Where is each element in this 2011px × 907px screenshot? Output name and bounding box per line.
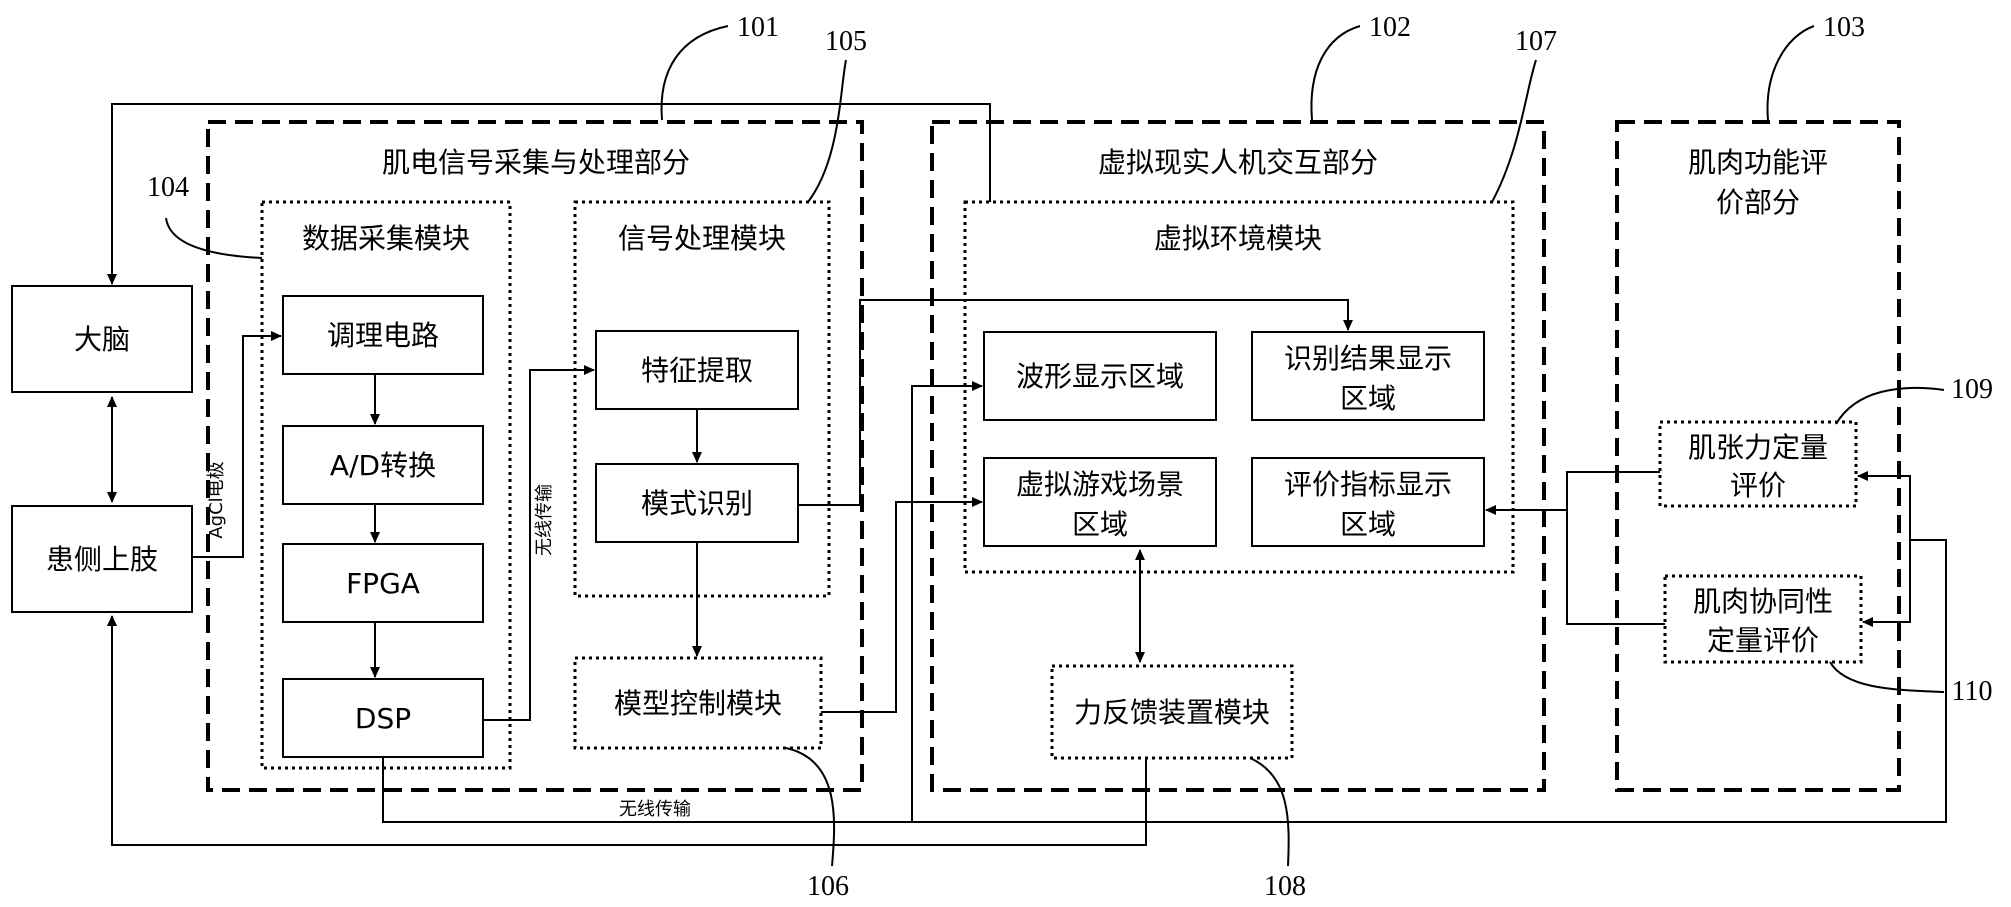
ref-103: 103 [1823, 12, 1865, 43]
right-feed-line [912, 540, 1946, 822]
pattern-label: 模式识别 [641, 487, 753, 520]
eval-section-title-2: 价部分 [1716, 186, 1800, 219]
dsp-label: DSP [355, 702, 411, 735]
leader-102 [1311, 26, 1360, 120]
ref-107: 107 [1515, 26, 1557, 57]
leader-106 [786, 748, 834, 866]
feed-to-tension [1858, 476, 1910, 540]
tension-label-2: 评价 [1730, 469, 1786, 502]
brain-label: 大脑 [74, 323, 130, 356]
electrode-label: AgCl电极 [206, 461, 227, 538]
leader-107 [1492, 60, 1536, 202]
model-ctrl-module-title: 模型控制模块 [614, 687, 782, 720]
index-label-2: 区域 [1340, 508, 1396, 541]
index-label-1: 评价指标显示 [1284, 468, 1452, 501]
ref-109: 109 [1951, 374, 1993, 405]
force-feedback-module-title: 力反馈装置模块 [1074, 696, 1270, 729]
fpga-label: FPGA [346, 567, 420, 600]
feature-label: 特征提取 [641, 354, 753, 387]
wireless-horizontal-label: 无线传输 [619, 799, 691, 820]
ref-104: 104 [147, 172, 189, 203]
wireless-vertical-label: 无线传输 [534, 484, 555, 556]
data-acq-module-title: 数据采集模块 [302, 222, 470, 255]
waveform-label: 波形显示区域 [1016, 360, 1184, 393]
ref-102: 102 [1369, 12, 1411, 43]
result-label-2: 区域 [1340, 382, 1396, 415]
result-label-1: 识别结果显示 [1284, 342, 1452, 375]
leader-105 [808, 60, 846, 202]
vr-section-title: 虚拟现实人机交互部分 [1098, 146, 1378, 179]
leader-109 [1836, 388, 1944, 424]
virtual-env-module-title: 虚拟环境模块 [1154, 222, 1322, 255]
conditioning-label: 调理电路 [327, 319, 439, 352]
emg-section-title: 肌电信号采集与处理部分 [382, 146, 690, 179]
ad-label: A/D转换 [330, 449, 436, 482]
leader-103 [1768, 26, 1814, 120]
ref-108: 108 [1264, 871, 1306, 902]
game-label-1: 虚拟游戏场景 [1016, 468, 1184, 501]
game-label-2: 区域 [1072, 508, 1128, 541]
leader-104 [166, 218, 262, 258]
ref-110: 110 [1952, 676, 1993, 707]
ref-101: 101 [737, 12, 779, 43]
tension-label-1: 肌张力定量 [1688, 431, 1828, 464]
leader-110 [1830, 662, 1944, 692]
model-ctrl-to-game [821, 502, 982, 712]
eval-section-title-1: 肌肉功能评 [1688, 146, 1828, 179]
feed-to-synergy [1863, 540, 1910, 622]
ref-106: 106 [807, 871, 849, 902]
leader-108 [1250, 758, 1289, 866]
ref-105: 105 [825, 26, 867, 57]
synergy-label-2: 定量评价 [1707, 624, 1819, 657]
synergy-label-1: 肌肉协同性 [1693, 585, 1833, 618]
limb-label: 患侧上肢 [46, 543, 158, 576]
signal-proc-module-title: 信号处理模块 [618, 222, 786, 255]
leader-101 [662, 26, 728, 120]
